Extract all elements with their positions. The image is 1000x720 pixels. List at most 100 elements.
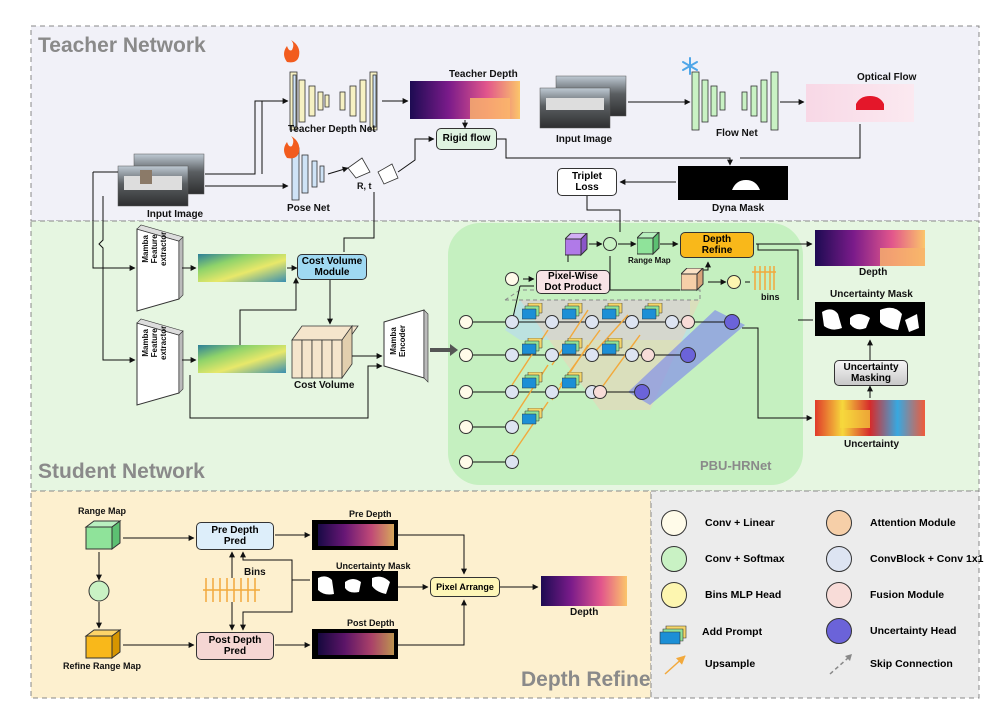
section-title-student: Student Network — [38, 460, 205, 483]
legend-conv-softmax-label: Conv + Softmax — [705, 553, 785, 565]
legend-conv-linear-label: Conv + Linear — [705, 517, 775, 529]
pbu-add-prompt-cube — [601, 337, 623, 355]
bins-refine-label: Bins — [244, 567, 266, 578]
pbu-attention-cube — [679, 266, 705, 292]
pbu-fusion-node — [593, 385, 607, 399]
legend-convblock-label: ConvBlock + Conv 1x1 — [870, 553, 984, 565]
pbu-convblock-node — [505, 348, 519, 362]
legend-conv-linear: Conv + Linear — [661, 510, 775, 536]
pbu-convblock-node — [505, 385, 519, 399]
section-title-teacher: Teacher Network — [38, 34, 206, 57]
refine-range-map-out-label: Refine Range Map — [63, 661, 142, 671]
legend-add-prompt: Add Prompt — [658, 618, 762, 646]
teacher-depth-label: Teacher Depth — [449, 69, 518, 80]
pbu-add-prompt-cube — [521, 371, 543, 389]
mamba-feature-extractor-1: Mamba Feature extractor — [141, 231, 168, 266]
depth-refine-box: Depth Refine — [680, 232, 754, 258]
pbu-add-prompt-cube — [601, 302, 623, 320]
legend-attention-label: Attention Module — [870, 517, 956, 529]
refine-range-map-label: Range Map — [78, 506, 127, 516]
pbu-convblock-node — [505, 315, 519, 329]
upsample-arrow-icon — [664, 655, 686, 675]
bins-label: bins — [761, 292, 780, 302]
pbu-input-node — [459, 315, 473, 329]
mamba-encoder-label: Mamba Encoder — [389, 324, 407, 357]
post-depth-pred-box: Post Depth Pred — [196, 632, 274, 660]
legend-conv-softmax: Conv + Softmax — [661, 546, 785, 572]
teacher-depth-net-label: Teacher Depth Net — [288, 124, 376, 135]
cost-volume-module-box: Cost Volume Module — [297, 254, 367, 280]
pre-depth-label: Pre Depth — [349, 509, 392, 519]
pbu-uncertainty-head-node — [634, 384, 650, 400]
pbu-range-map-cube — [635, 230, 661, 256]
convblock-swatch — [826, 546, 852, 572]
pbu-convblock-node — [505, 455, 519, 469]
post-depth-label: Post Depth — [347, 618, 395, 628]
section-title-depth-refine: Depth Refine — [521, 668, 651, 691]
legend-skip: Skip Connection — [826, 652, 953, 676]
legend-skip-label: Skip Connection — [870, 658, 953, 670]
pbu-add-prompt-cube — [561, 337, 583, 355]
pbu-convblock-node — [545, 348, 559, 362]
legend-uncertainty-head-label: Uncertainty Head — [870, 625, 957, 637]
dyna-mask-label: Dyna Mask — [712, 203, 765, 214]
pixel-arrange-box: Pixel Arrange — [430, 577, 500, 597]
pbu-top-conv-linear-node — [505, 272, 519, 286]
legend-uncertainty-head: Uncertainty Head — [826, 618, 956, 644]
pbu-uncertainty-head-node — [724, 314, 740, 330]
rt-label: R, t — [357, 181, 372, 191]
pbu-add-prompt-cube — [561, 302, 583, 320]
pbu-convblock-node — [585, 348, 599, 362]
triplet-loss-box: Triplet Loss — [557, 168, 617, 196]
legend-upsample: Upsample — [661, 652, 755, 676]
add-prompt-icon — [659, 625, 687, 645]
input-image-label: Input Image — [147, 209, 204, 220]
pbu-fusion-node — [641, 348, 655, 362]
pixel-wise-dot-product-box: Pixel-Wise Dot Product — [536, 270, 610, 294]
pbu-convblock-node — [505, 420, 519, 434]
legend-add-prompt-label: Add Prompt — [702, 626, 763, 638]
conv-softmax-swatch — [661, 546, 687, 572]
range-map-label: Range Map — [628, 256, 671, 265]
uncertainty-masking-box: Uncertainty Masking — [834, 360, 908, 386]
pbu-conv-softmax-node — [603, 237, 617, 251]
fusion-swatch — [826, 582, 852, 608]
pbu-convblock-node — [545, 385, 559, 399]
pbu-input-node — [459, 455, 473, 469]
optical-flow-label: Optical Flow — [857, 72, 917, 83]
legend-convblock: ConvBlock + Conv 1x1 — [826, 546, 984, 572]
pbu-add-prompt-cube — [521, 337, 543, 355]
pbu-add-prompt-cube — [521, 407, 543, 425]
pbu-hrnet-label: PBU-HRNet — [700, 458, 772, 473]
uncertainty-mask-label: Uncertainty Mask — [830, 289, 913, 300]
pbu-input-node — [459, 385, 473, 399]
skip-connection-icon — [829, 654, 852, 675]
pbu-add-prompt-cube — [641, 302, 663, 320]
depth-label: Depth — [859, 267, 888, 278]
flow-net-label: Flow Net — [716, 128, 758, 139]
pbu-convblock-node — [545, 315, 559, 329]
rigid-flow-box: Rigid flow — [436, 128, 497, 150]
legend-bins-mlp: Bins MLP Head — [661, 582, 781, 608]
refine-depth-label: Depth — [570, 607, 599, 618]
pbu-convblock-node — [625, 315, 639, 329]
refine-uncertainty-mask-label: Uncertainty Mask — [336, 561, 411, 571]
pbu-input-node — [459, 420, 473, 434]
legend-upsample-label: Upsample — [705, 658, 756, 670]
pose-net-label: Pose Net — [287, 203, 330, 214]
input-image-2-label: Input Image — [556, 134, 613, 145]
mamba-feature-extractor-2: Mamba Feature extractor — [141, 325, 168, 360]
attention-swatch — [826, 510, 852, 536]
pbu-prompt-cube — [563, 231, 589, 257]
uncertainty-label: Uncertainty — [844, 439, 900, 450]
cost-volume-label: Cost Volume — [294, 380, 355, 391]
uncertainty-head-swatch — [826, 618, 852, 644]
legend-attention: Attention Module — [826, 510, 956, 536]
legend-fusion: Fusion Module — [826, 582, 944, 608]
legend-fusion-label: Fusion Module — [870, 589, 945, 601]
legend-bins-mlp-label: Bins MLP Head — [705, 589, 782, 601]
pbu-add-prompt-cube — [561, 371, 583, 389]
pbu-input-node — [459, 348, 473, 362]
pbu-convblock-node — [585, 315, 599, 329]
